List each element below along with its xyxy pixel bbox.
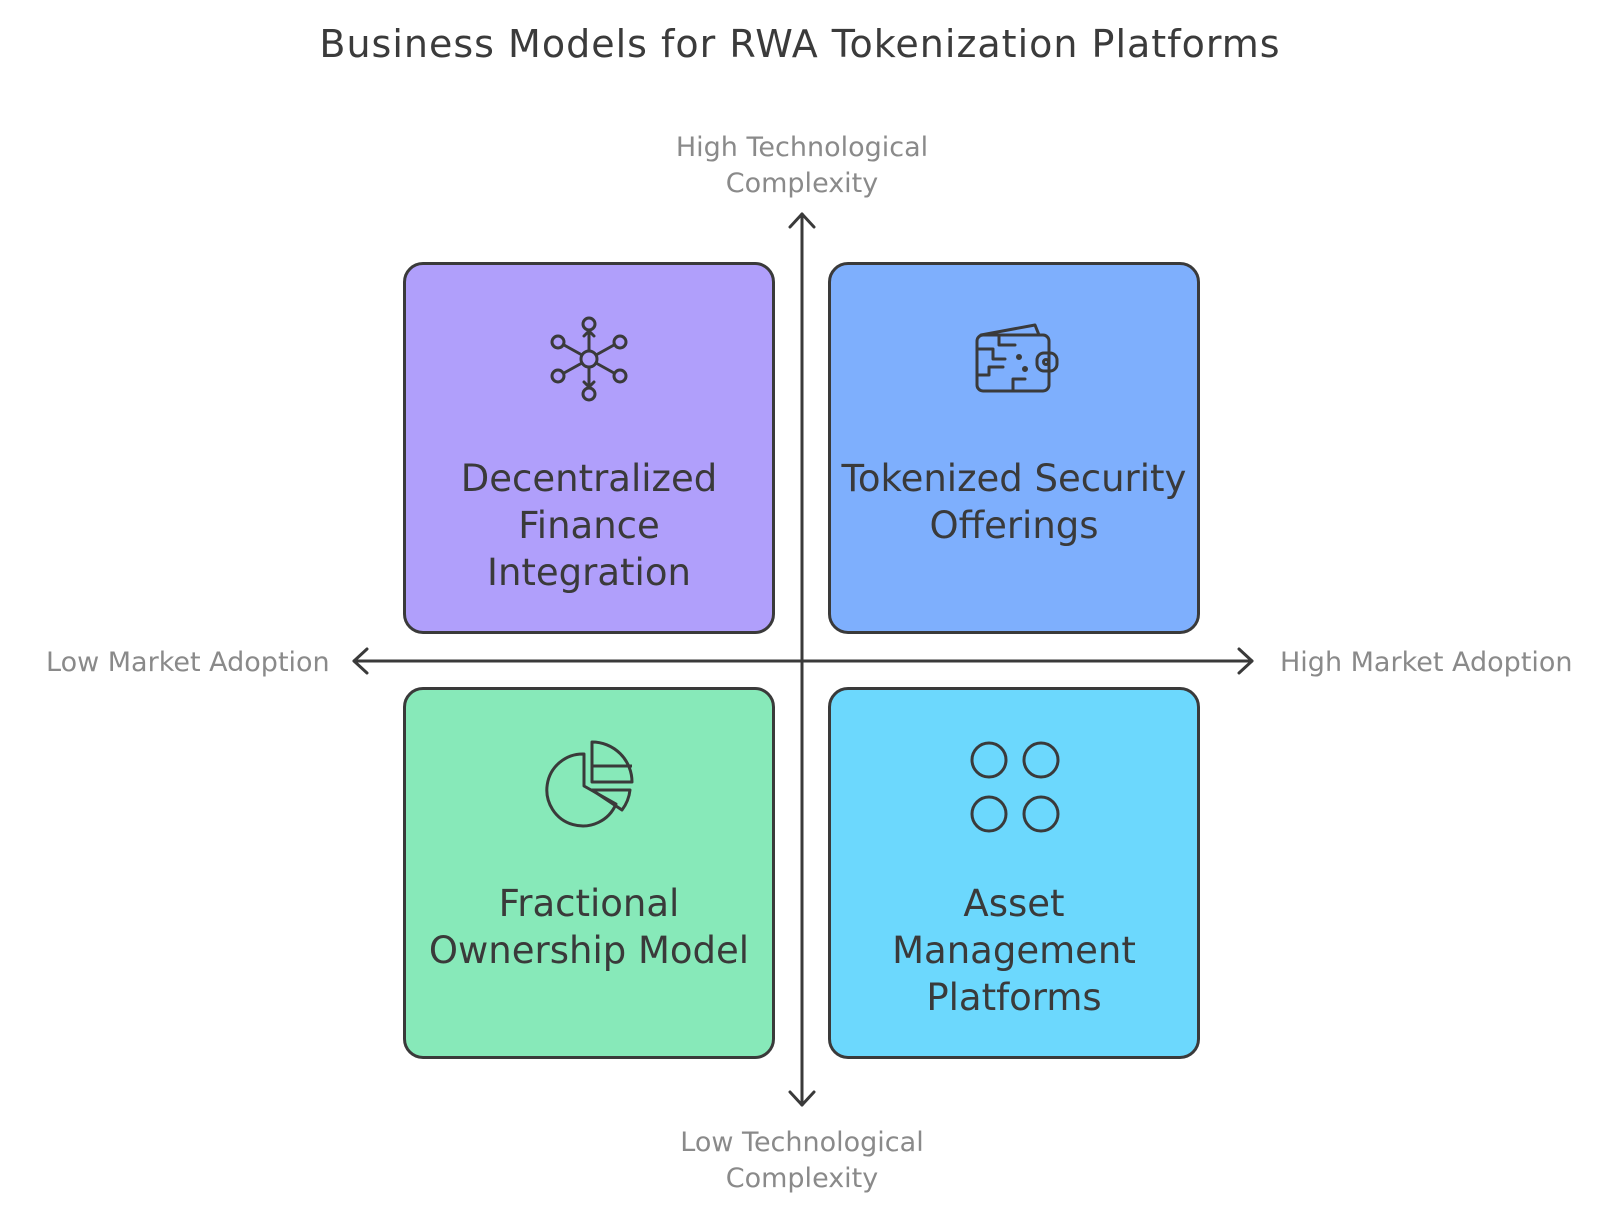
y-axis-high-label: High Technological Complexity (675, 132, 929, 199)
quadrant-label: Asset Management Platforms (892, 882, 1136, 1019)
quadrant-fractional-ownership: Fractional Ownership Model (403, 687, 775, 1059)
axis-arrow-up (788, 212, 816, 229)
diagram-title: Business Models for RWA Tokenization Pla… (319, 22, 1281, 66)
axis-arrow-left (352, 647, 369, 675)
x-axis-low-label: Low Market Adoption (46, 647, 330, 678)
four-circles-icon (970, 741, 1060, 833)
x-axis-high-label: High Market Adoption (1280, 647, 1573, 678)
quadrant-defi-integration: Decentralized Finance Integration (403, 262, 775, 634)
network-hub-icon (550, 316, 628, 402)
quadrant-asset-management: Asset Management Platforms (828, 687, 1200, 1059)
axis-arrow-right (1237, 647, 1254, 675)
quadrant-label: Fractional Ownership Model (428, 882, 750, 972)
axis-arrow-down (788, 1090, 816, 1107)
quadrant-tokenized-securities: Tokenized Security Offerings (828, 262, 1200, 634)
quadrant-label: Tokenized Security Offerings (841, 457, 1187, 547)
quadrant-label: Decentralized Finance Integration (460, 457, 718, 594)
y-axis-low-label: Low Technological Complexity (680, 1127, 924, 1194)
digital-wallet-icon (975, 323, 1059, 393)
pie-chart-icon (545, 740, 634, 828)
